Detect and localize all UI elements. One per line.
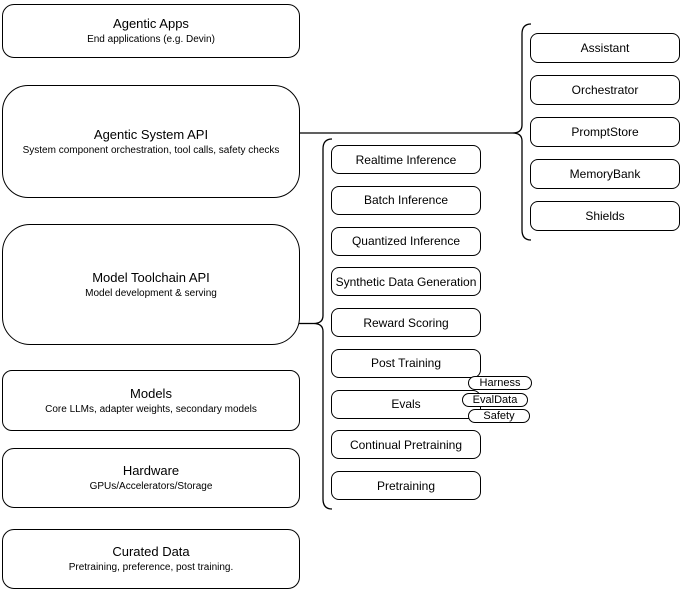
toolchain-brace: [313, 138, 333, 510]
node-label: PromptStore: [571, 125, 639, 139]
node-label: Orchestrator: [571, 83, 639, 97]
tag-label: Safety: [483, 410, 515, 422]
node-pretraining: Pretraining: [331, 471, 481, 500]
node-title: Agentic Apps: [113, 16, 189, 31]
node-reward-scoring: Reward Scoring: [331, 308, 481, 337]
toolchain-column: Realtime Inference Batch Inference Quant…: [331, 145, 481, 500]
node-title: Models: [130, 385, 172, 401]
node-title: Curated Data: [112, 544, 190, 559]
system-components-column: Assistant Orchestrator PromptStore Memor…: [530, 33, 680, 231]
node-title: Hardware: [122, 463, 180, 478]
node-label: Shields: [585, 209, 625, 223]
node-label: Post Training: [370, 356, 442, 371]
node-memorybank: MemoryBank: [530, 159, 680, 189]
node-label: Assistant: [580, 41, 630, 55]
node-models: Models Core LLMs, adapter weights, secon…: [2, 370, 300, 431]
node-subtitle: Core LLMs, adapter weights, secondary mo…: [45, 403, 257, 415]
node-realtime-inference: Realtime Inference: [331, 145, 481, 174]
tag-safety: Safety: [468, 409, 530, 423]
node-label: Evals: [391, 397, 421, 411]
node-quantized-inference: Quantized Inference: [331, 226, 481, 256]
node-agentic-apps: Agentic Apps End applications (e.g. Devi…: [2, 4, 300, 58]
node-subtitle: Pretraining, preference, post training.: [68, 562, 234, 573]
node-promptstore: PromptStore: [530, 117, 680, 147]
node-agentic-system-api: Agentic System API System component orch…: [2, 85, 300, 198]
node-assistant: Assistant: [530, 33, 680, 63]
node-label: Pretraining: [376, 478, 436, 493]
node-subtitle: End applications (e.g. Devin): [87, 34, 215, 45]
node-label: MemoryBank: [569, 167, 641, 181]
tag-evaldata: EvalData: [462, 393, 528, 407]
node-evals: Evals: [331, 389, 481, 419]
node-orchestrator: Orchestrator: [530, 75, 680, 105]
node-label: Reward Scoring: [363, 315, 449, 330]
node-post-training: Post Training: [331, 348, 481, 378]
node-label: Synthetic Data Generation: [335, 274, 477, 289]
node-synthetic-data-generation: Synthetic Data Generation: [331, 267, 481, 297]
node-model-toolchain-api: Model Toolchain API Model development & …: [2, 224, 300, 345]
tag-harness: Harness: [468, 376, 532, 390]
node-hardware: Hardware GPUs/Accelerators/Storage: [2, 448, 300, 508]
node-shields: Shields: [530, 201, 680, 231]
node-batch-inference: Batch Inference: [331, 185, 481, 215]
tag-label: EvalData: [472, 394, 518, 406]
node-title: Agentic System API: [93, 126, 209, 142]
node-continual-pretraining: Continual Pretraining: [331, 430, 481, 460]
node-label: Batch Inference: [363, 193, 449, 208]
node-subtitle: Model development & serving: [85, 287, 217, 299]
node-subtitle: System component orchestration, tool cal…: [22, 144, 280, 156]
node-label: Quantized Inference: [351, 234, 461, 248]
node-label: Continual Pretraining: [349, 437, 463, 452]
node-curated-data: Curated Data Pretraining, preference, po…: [2, 529, 300, 589]
node-subtitle: GPUs/Accelerators/Storage: [89, 481, 213, 492]
system-brace: [512, 23, 532, 241]
node-label: Realtime Inference: [355, 152, 457, 167]
tag-label: Harness: [479, 377, 521, 389]
node-title: Model Toolchain API: [92, 269, 210, 285]
